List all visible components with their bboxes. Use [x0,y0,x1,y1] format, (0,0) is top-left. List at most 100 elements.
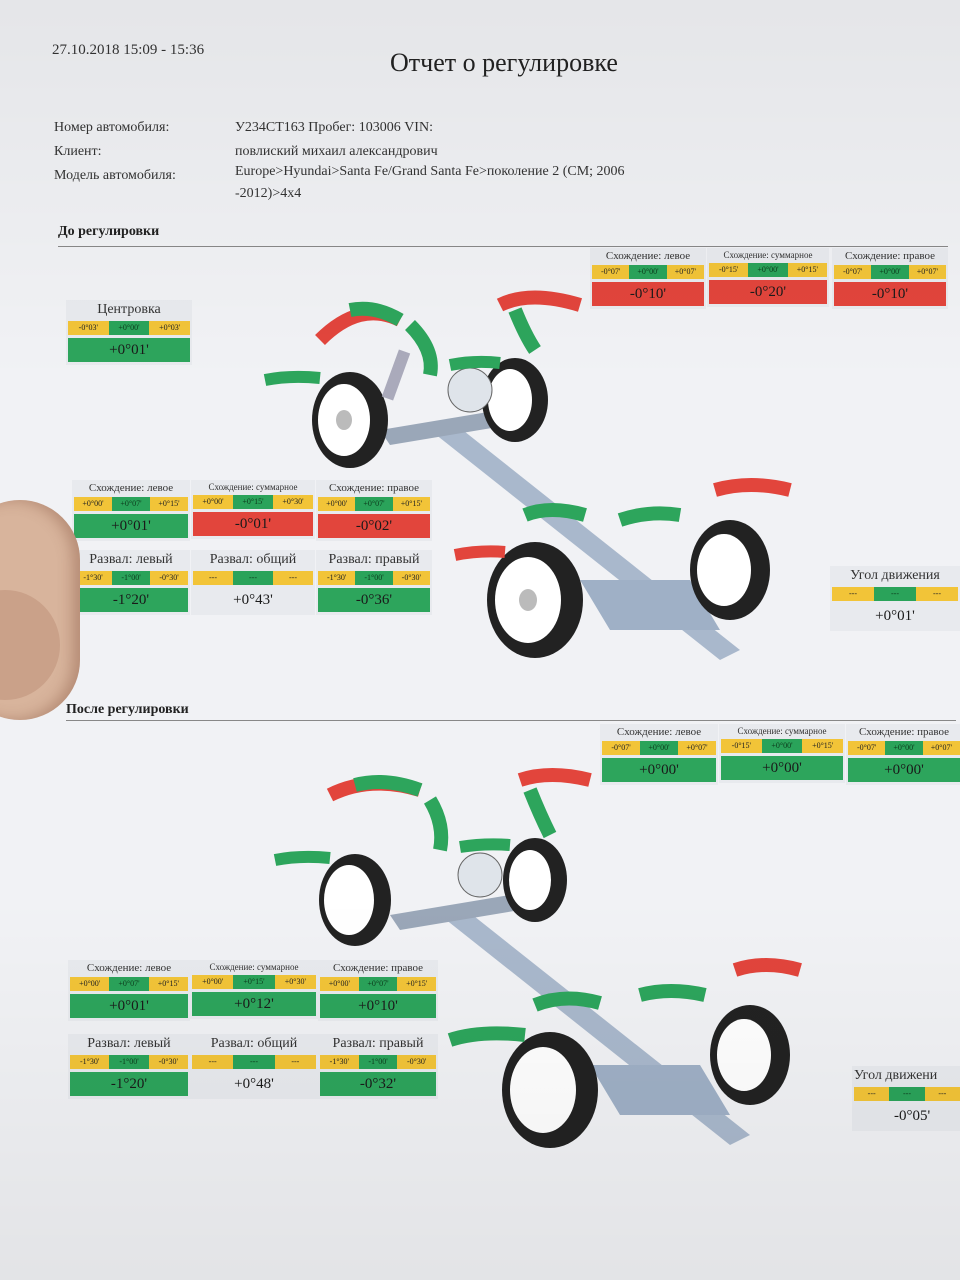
range-nominal: +0°15' [233,495,273,509]
before-rear-camber-right: Развал: правый -1°30'-1°00'-0°30' -0°36' [316,550,432,615]
after-divider [66,720,956,721]
before-centering: Центровка -0°03'+0°00'+0°03' +0°01' [66,300,192,365]
range-nominal: +0°00' [108,321,150,335]
after-rear-camber-total: Развал: общий --------- +0°48' [190,1034,318,1099]
widget-label: Схождение: суммарное [208,482,298,492]
model-label: Модель автомобиля: [54,168,176,183]
range-nominal: +0°00' [629,265,667,279]
tolerance-range: --------- [832,587,958,601]
before-axle-diagram [263,290,792,660]
range-nominal: +0°07' [355,497,393,511]
front-left-wheel-icon [312,372,388,468]
widget-label: Схождение: левое [616,726,702,738]
after-rear-toe-left: Схождение: левое +0°00'+0°07'+0°15' +0°0… [68,960,190,1021]
car-number-label: Номер автомобиля: [54,120,170,135]
tolerance-range: --------- [193,571,313,585]
measured-value: +0°01' [875,608,915,624]
front-right-wheel-icon [482,358,548,442]
range-max: +0°03' [149,321,191,335]
tolerance-range: -1°30'-1°00'-0°30' [318,571,430,585]
before-rear-toe-total: Схождение: суммарное +0°00'+0°15'+0°30' … [191,480,315,539]
after-rear-camber-right: Развал: правый -1°30'-1°00'-0°30' -0°32' [318,1034,438,1099]
tolerance-range: -0°15'+0°00'+0°15' [709,263,827,277]
tolerance-range: -1°30'-1°00'-0°30' [320,1055,437,1069]
before-front-toe-left: Схождение: левое -0°07'+0°00'+0°07' -0°1… [590,248,706,309]
before-front-toe-total: Схождение: суммарное -0°15'+0°00'+0°15' … [707,248,829,307]
tolerance-range: -0°15'+0°00'+0°15' [721,739,844,753]
measured-value: -0°02' [318,514,430,538]
range-min: -0°07' [602,741,640,755]
before-front-toe-right: Схождение: правое -0°07'+0°00'+0°07' -0°… [832,248,948,309]
rear-left-wheel-icon [502,1032,598,1148]
widget-label: Развал: общий [209,552,297,567]
before-divider [58,246,948,247]
range-min: +0°00' [74,497,112,511]
tolerance-range: -1°30'-1°00'-0°30' [74,571,188,585]
range-nominal: +0°00' [871,265,909,279]
range-max: -0°30' [397,1055,437,1069]
tolerance-range: -0°03'+0°00'+0°03' [68,321,191,335]
widget-label: Развал: левый [87,1036,171,1051]
chassis [390,895,750,1145]
range-nominal: -1°00' [358,1055,398,1069]
after-rear-toe-total: Схождение: суммарное +0°00'+0°15'+0°30' … [190,960,318,1019]
before-rear-toe-right: Схождение: правое +0°00'+0°07'+0°15' -0°… [316,480,432,541]
measured-value: -0°01' [193,512,313,536]
rear-right-wheel-icon [710,1005,790,1105]
range-nominal: -1°00' [355,571,393,585]
measured-value: +0°01' [68,338,190,362]
model-value-line1: Europe>Hyundai>Santa Fe/Grand Santa Fe>п… [235,164,625,179]
tolerance-range: --------- [854,1087,960,1101]
angle-arcs [273,768,802,1047]
range-nominal: +0°07' [358,977,398,991]
range-max: --- [916,587,958,601]
range-nominal: --- [233,1055,275,1069]
range-min: -0°07' [834,265,872,279]
after-thrust-angle: Угол движени --------- -0°05' [852,1066,960,1131]
tolerance-range: +0°00'+0°07'+0°15' [70,977,188,991]
range-nominal: --- [889,1087,925,1101]
widget-label: Схождение: правое [858,726,950,738]
range-max: +0°15' [802,739,844,753]
range-min: -0°15' [709,263,749,277]
range-max: +0°30' [274,975,316,989]
widget-label: Схождение: суммарное [723,250,813,260]
tolerance-range: +0°00'+0°15'+0°30' [192,975,316,989]
measured-value: -0°10' [592,282,704,306]
after-front-toe-left: Схождение: левое -0°07'+0°00'+0°07' +0°0… [600,724,718,785]
range-max: +0°15' [397,977,437,991]
widget-label: Развал: левый [89,552,173,567]
report-title: Отчет о регулировке [390,48,618,77]
range-max: --- [924,1087,960,1101]
measured-value: +0°00' [721,756,843,780]
measured-value: +0°10' [320,994,436,1018]
before-rear-camber-total: Развал: общий --------- +0°43' [191,550,315,615]
range-min: +0°00' [193,495,233,509]
measured-value: +0°00' [602,758,716,782]
range-min: --- [832,587,874,601]
range-min: -0°15' [721,739,762,753]
range-max: +0°07' [678,741,716,755]
tolerance-range: -0°07'+0°00'+0°07' [848,741,960,755]
measured-value: -0°20' [709,280,827,304]
client-value: повлиский михаил александрович [235,144,438,159]
range-min: -0°03' [68,321,109,335]
range-min: +0°00' [70,977,110,991]
before-thrust-angle: Угол движения --------- +0°01' [830,566,960,631]
range-max: +0°07' [908,265,946,279]
rear-left-wheel-icon [487,542,583,658]
range-min: --- [193,571,233,585]
measured-value: +0°01' [74,514,188,538]
range-min: +0°00' [320,977,359,991]
range-nominal: +0°07' [109,977,149,991]
after-rear-toe-right: Схождение: правое +0°00'+0°07'+0°15' +0°… [318,960,438,1021]
range-min: -1°30' [70,1055,110,1069]
front-steering-unit-icon [457,852,503,898]
range-min: --- [192,1055,234,1069]
tolerance-range: -0°07'+0°00'+0°07' [592,265,704,279]
range-min: +0°00' [192,975,234,989]
chassis [380,410,740,660]
range-min: -1°30' [74,571,112,585]
widget-label: Схождение: суммарное [209,962,299,972]
